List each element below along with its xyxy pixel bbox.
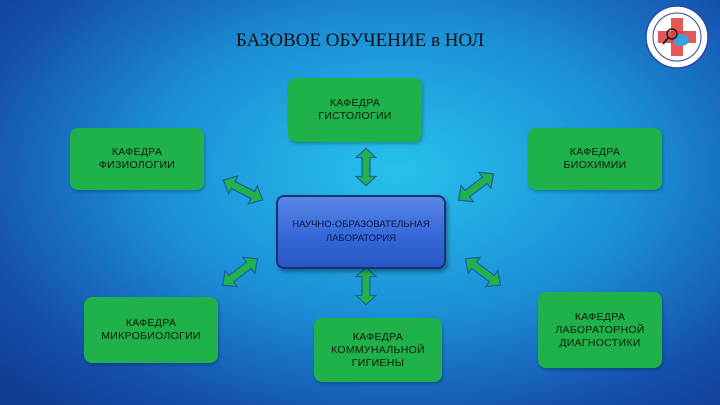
dept-physiology: КАФЕДРА ФИЗИОЛОГИИ xyxy=(70,128,204,190)
dept-histology: КАФЕДРА ГИСТОЛОГИИ xyxy=(288,78,422,142)
central-laboratory-label: НАУЧНО-ОБРАЗОВАТЕЛЬНАЯ ЛАБОРАТОРИЯ xyxy=(292,219,430,244)
dept-hygiene: КАФЕДРА КОММУНАЛЬНОЙ ГИГИЕНЫ xyxy=(314,318,442,382)
central-laboratory: НАУЧНО-ОБРАЗОВАТЕЛЬНАЯ ЛАБОРАТОРИЯ xyxy=(276,195,446,269)
arrow-to-biochemistry xyxy=(451,165,501,209)
university-emblem-icon xyxy=(645,5,709,69)
arrow-to-microbiology xyxy=(215,250,265,294)
dept-label: КАФЕДРА КОММУНАЛЬНОЙ ГИГИЕНЫ xyxy=(331,330,425,369)
dept-biochemistry: КАФЕДРА БИОХИМИИ xyxy=(528,128,662,190)
arrow-to-physiology xyxy=(218,170,268,210)
page-title: БАЗОВОЕ ОБУЧЕНИЕ в НОЛ xyxy=(235,30,485,51)
dept-lab-diagnostics: КАФЕДРА ЛАБОРАТОРНОЙ ДИАГНОСТИКИ xyxy=(538,292,662,368)
dept-label: КАФЕДРА ГИСТОЛОГИИ xyxy=(318,97,392,122)
dept-label: КАФЕДРА МИКРОБИОЛОГИИ xyxy=(101,317,201,342)
arrow-to-hygiene xyxy=(355,266,377,306)
dept-label: КАФЕДРА ФИЗИОЛОГИИ xyxy=(98,146,176,171)
dept-label: КАФЕДРА БИОХИМИИ xyxy=(563,146,627,171)
dept-label: КАФЕДРА ЛАБОРАТОРНОЙ ДИАГНОСТИКИ xyxy=(555,310,645,349)
arrow-to-lab-diagnostics xyxy=(458,250,508,294)
arrow-to-histology xyxy=(355,147,377,187)
dept-microbiology: КАФЕДРА МИКРОБИОЛОГИИ xyxy=(84,297,218,363)
